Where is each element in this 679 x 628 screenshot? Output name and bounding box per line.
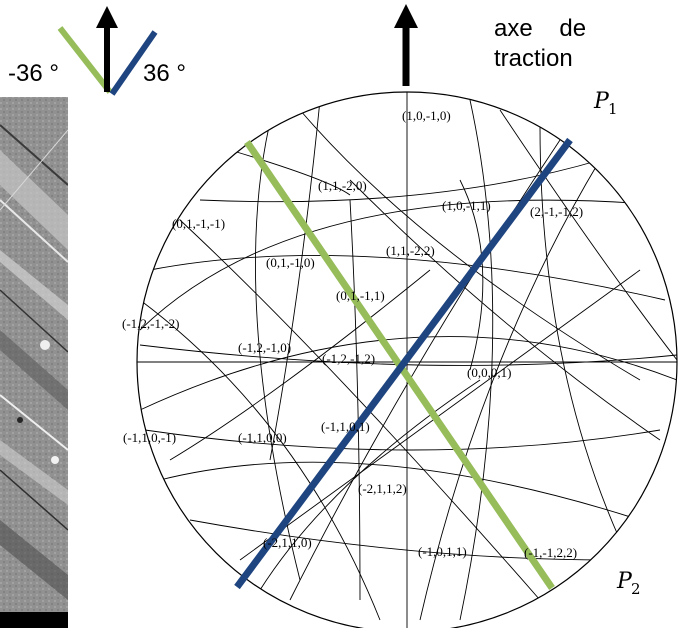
svg-text:1: 1 (608, 100, 618, 118)
plane-label-p2: P 2 (616, 569, 641, 598)
pole-label: (0,1,-1,0) (266, 255, 315, 270)
pole-label: (-1,2,-1,-2) (122, 316, 179, 331)
plane-label-p1: P 1 (593, 89, 618, 118)
pole-label: (0,1,-1,-1) (172, 216, 225, 231)
small-arrow-icon (96, 6, 118, 92)
pole-label: (1,1,-2,2) (386, 243, 435, 258)
svg-text:P: P (616, 569, 633, 594)
blue-trace-small (109, 30, 158, 96)
pole-label: (-2,1,1,0) (263, 535, 312, 550)
pole-label: (1,0,-1,1) (442, 198, 491, 213)
pole-label: (-2,1,1,2) (358, 481, 407, 496)
minus-angle-label: -36 ° (8, 60, 59, 87)
pole-label: (2,-1,-1,2) (530, 204, 583, 219)
pole-label: (-1,0,1,1) (418, 544, 467, 559)
pole-label: (1,0,-1,0) (402, 108, 451, 123)
pole-label: (0,1,-1,1) (336, 288, 385, 303)
pole-label: (-1,1,0,0) (238, 430, 287, 445)
pole-label: (-1,1,0,-1) (123, 430, 176, 445)
traction-label-line2: traction (494, 45, 573, 72)
plus-angle-label: 36 ° (143, 60, 186, 87)
traction-arrow-icon (394, 4, 418, 86)
stereographic-projection (136, 91, 678, 628)
pole-label: (1,1,-2,0) (318, 178, 367, 193)
pole-label: (-1,2,-1,2) (322, 351, 375, 366)
pole-label: (-1,2,-1,0) (238, 340, 291, 355)
svg-text:P: P (593, 89, 610, 114)
svg-text:2: 2 (631, 580, 641, 598)
pole-labels: (1,0,-1,0) (1,1,-2,0) (1,0,-1,1) (2,-1,-… (122, 108, 583, 560)
green-trace-small (57, 26, 113, 94)
sem-micrograph-image (0, 97, 68, 628)
blue-plane-trace (234, 137, 573, 590)
traction-label-line1: axe de (494, 15, 586, 42)
pole-label: (0,0,0,1) (467, 365, 511, 380)
pole-label: (-1,-1,2,2) (524, 545, 577, 560)
pole-label: (-1,1,0,1) (321, 419, 370, 434)
